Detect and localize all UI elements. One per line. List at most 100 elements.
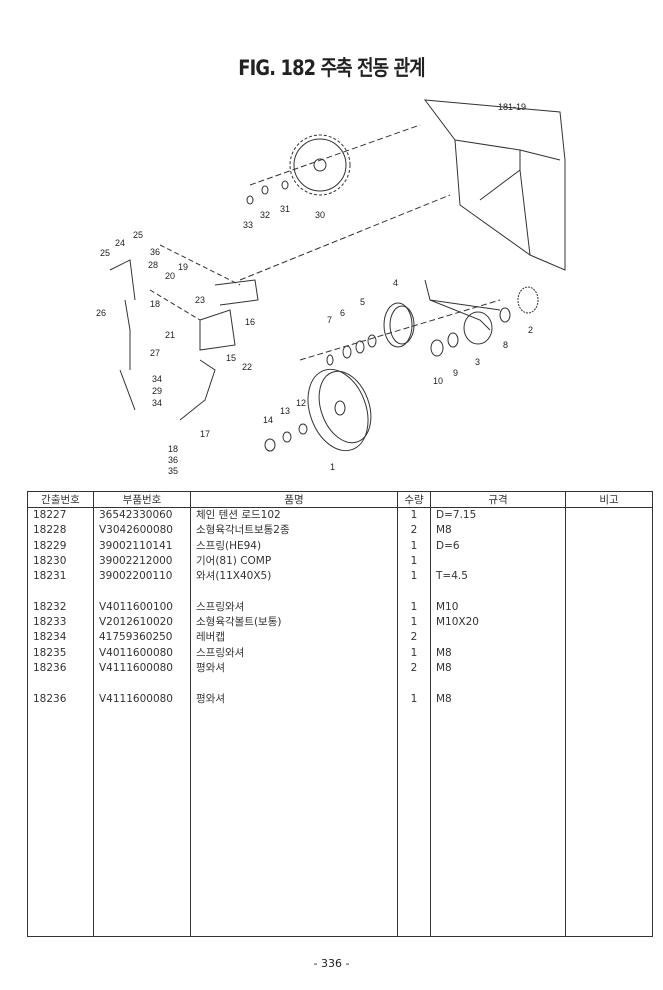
cell-spec: M8 <box>430 523 566 539</box>
cell-part-no <box>93 905 191 922</box>
table-row <box>27 768 653 784</box>
cell-spec <box>430 813 566 830</box>
table-row <box>27 737 653 753</box>
cell-remarks <box>565 737 653 753</box>
cell-ref-no <box>27 676 94 692</box>
cell-spec: M8 <box>430 691 566 707</box>
cell-quantity: 2 <box>397 630 431 646</box>
callout-label: 32 <box>260 210 270 220</box>
callout-label: 23 <box>195 295 205 305</box>
callout-label: 20 <box>165 271 175 281</box>
cell-part-name: 평와셔 <box>190 660 398 677</box>
callout-label: 24 <box>115 238 125 248</box>
cell-part-no: 36542330060 <box>93 507 191 524</box>
cell-part-no <box>93 584 191 600</box>
cell-remarks <box>565 798 653 814</box>
cell-part-no <box>93 859 191 876</box>
callout-label: 18 <box>168 444 178 454</box>
cell-quantity <box>397 798 431 814</box>
cell-spec <box>430 553 566 570</box>
cell-ref-no <box>27 584 94 600</box>
cell-part-name: 기어(81) COMP <box>190 553 398 570</box>
cell-part-no <box>93 798 191 814</box>
cell-ref-no: 18231 <box>27 569 94 585</box>
callout-label: 10 <box>433 376 443 386</box>
cell-remarks <box>565 706 653 723</box>
cell-part-no <box>93 768 191 784</box>
cell-part-no <box>93 813 191 830</box>
cell-remarks <box>565 722 653 738</box>
cell-spec <box>430 844 566 860</box>
table-row <box>27 875 653 891</box>
cell-quantity <box>397 737 431 753</box>
cell-spec <box>430 722 566 738</box>
exploded-parts-diagram: 181-19 30 31 32 33 25 24 36 28 25 19 20 … <box>96 99 566 476</box>
cell-part-name: 와셔(11X40X5) <box>190 569 398 585</box>
callout-label: 8 <box>503 340 508 350</box>
cell-spec <box>430 706 566 723</box>
callout-label: 4 <box>393 278 398 288</box>
cell-ref-no <box>27 737 94 753</box>
cell-quantity <box>397 844 431 860</box>
cell-ref-no <box>27 706 94 723</box>
callout-label: 17 <box>200 429 210 439</box>
lever-assembly <box>109 259 259 421</box>
cell-part-name <box>190 706 398 723</box>
callout-label: 19 <box>178 262 188 272</box>
cell-quantity: 1 <box>397 691 431 707</box>
cell-quantity <box>397 875 431 891</box>
cell-ref-no: 18234 <box>27 630 94 646</box>
cell-part-name: 체인 텐션 로드102 <box>190 507 398 524</box>
page-number: - 336 - <box>313 957 350 970</box>
cell-quantity <box>397 905 431 922</box>
header-quantity: 수량 <box>397 491 431 508</box>
cell-quantity: 1 <box>397 615 431 631</box>
callout-label: 34 <box>152 374 162 384</box>
cell-quantity <box>397 829 431 845</box>
cell-part-name <box>190 798 398 814</box>
header-part-name: 품명 <box>190 491 398 508</box>
callout-label: 36 <box>168 455 178 465</box>
table-row <box>27 752 653 769</box>
cell-spec: D=6 <box>430 538 566 554</box>
table-row <box>27 722 653 738</box>
cell-ref-no <box>27 798 94 814</box>
callout-label: 12 <box>296 398 306 408</box>
cell-part-name: 소형육각볼트(보통) <box>190 615 398 631</box>
cell-quantity: 1 <box>397 599 431 616</box>
cell-part-name <box>190 859 398 876</box>
cell-ref-no <box>27 829 94 845</box>
cell-remarks <box>565 768 653 784</box>
cell-remarks <box>565 859 653 876</box>
cell-spec <box>430 921 566 938</box>
cell-spec <box>430 630 566 646</box>
cell-part-no: V4011600100 <box>93 599 191 616</box>
cell-part-name: 평와셔 <box>190 691 398 707</box>
cell-ref-no <box>27 875 94 891</box>
figure-title: FIG. 182 주축 전동 관계 <box>238 56 425 80</box>
callout-label: 18 <box>150 299 160 309</box>
pulley-1 <box>307 368 369 452</box>
cell-remarks <box>565 813 653 830</box>
cell-ref-no: 18233 <box>27 615 94 631</box>
cell-remarks <box>565 538 653 554</box>
callout-label: 16 <box>245 317 255 327</box>
machine-frame <box>423 99 566 271</box>
cell-ref-no: 18235 <box>27 645 94 661</box>
cell-quantity <box>397 676 431 692</box>
table-row <box>27 844 653 860</box>
cell-ref-no <box>27 813 94 830</box>
cell-part-no: V4111600080 <box>93 691 191 707</box>
cell-quantity: 2 <box>397 523 431 539</box>
cell-part-name <box>190 905 398 922</box>
cell-remarks <box>565 599 653 616</box>
cell-remarks <box>565 691 653 707</box>
cell-spec: D=7.15 <box>430 507 566 524</box>
callout-label: 25 <box>133 230 143 240</box>
cell-part-name <box>190 783 398 799</box>
